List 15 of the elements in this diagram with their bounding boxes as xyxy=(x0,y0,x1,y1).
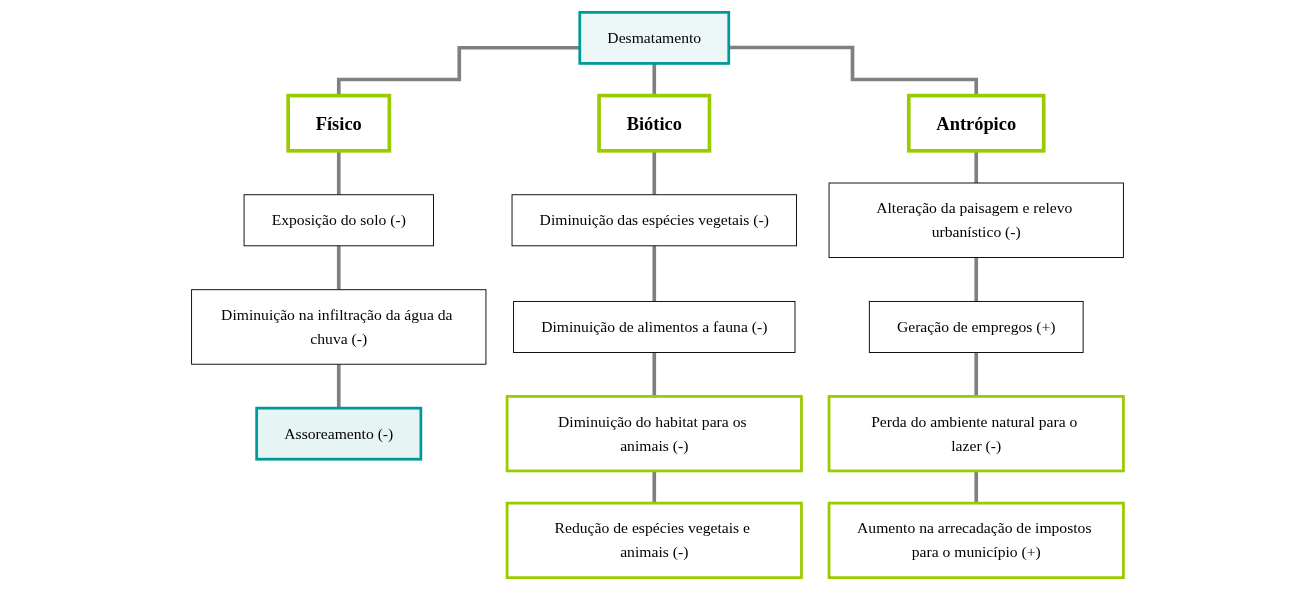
node-box: Diminuição das espécies vegetais (-) xyxy=(511,194,797,247)
node-box: Assoreamento (-) xyxy=(255,406,423,461)
node-box: Alteração da paisagem e relevo urbanístico (-) xyxy=(828,182,1124,258)
node-box: Aumento na arrecadação de impostos para o município (+) xyxy=(827,501,1125,579)
node-box: Físico xyxy=(286,93,392,153)
node-box: Geração de empregos (+) xyxy=(868,301,1084,353)
node-box: Biótico xyxy=(597,93,712,153)
node-box: Diminuição de alimentos a fauna (-) xyxy=(513,301,796,353)
node-box: Exposição do solo (-) xyxy=(243,194,434,247)
node-box: Redução de espécies vegetais e animais (-) xyxy=(505,501,803,579)
node-box: Diminuição na infiltração da água da chuva (-) xyxy=(191,289,487,365)
node-box: Perda do ambiente natural para o lazer (-) xyxy=(827,395,1125,473)
node-box: Antrópico xyxy=(906,93,1046,153)
node-box: Desmatamento xyxy=(578,11,731,65)
node-box: Diminuição do habitat para os animais (-) xyxy=(505,395,803,473)
